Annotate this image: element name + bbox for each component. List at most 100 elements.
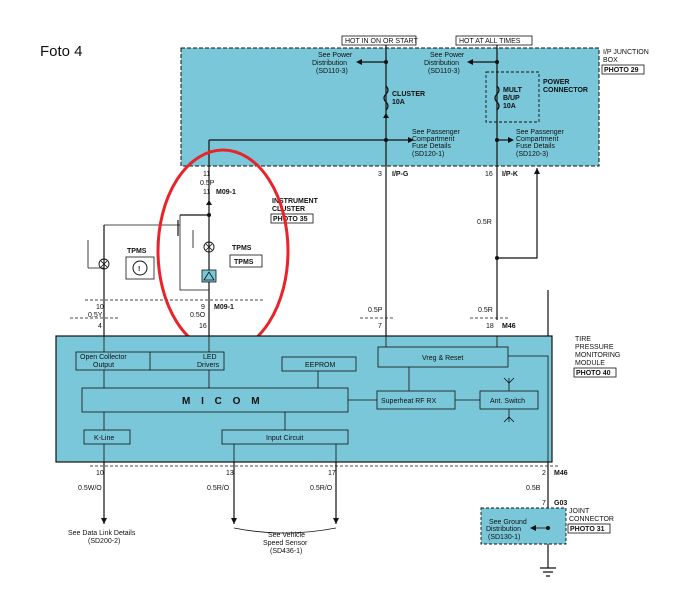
see-pass-left-1: See Passenger: [412, 129, 461, 136]
arrow-loop-up: [534, 168, 540, 174]
splice-dot: [546, 526, 550, 530]
wire-05b: 0.5B: [526, 485, 541, 492]
tire-exclaim-icon: !: [138, 266, 140, 273]
see-power-right-2: Distribution: [424, 60, 459, 67]
fuse-cluster-symbol: [383, 85, 389, 111]
pin-ipg: 3: [378, 171, 382, 178]
wire-05ro-2: 0.5R/O: [310, 485, 333, 492]
cluster-conn-bottom: M09-1: [214, 304, 234, 311]
wire-05wo: 0.5W/O: [78, 485, 102, 492]
micom-label: M I C O M: [182, 396, 264, 407]
ground-icon: [540, 567, 556, 577]
eeprom-label: EEPROM: [305, 362, 336, 369]
power-connector-label-1: POWER: [543, 79, 569, 86]
splice-dot: [495, 256, 499, 260]
arrow-see-pass-right: [508, 137, 514, 143]
cluster-photo-box: [270, 213, 314, 224]
oc-label-1: Open Collector: [80, 354, 127, 361]
wire-05p: 0.5P: [368, 307, 383, 314]
input-label: Input Circuit: [266, 435, 303, 442]
tpms-warning-icon: [201, 269, 217, 283]
hot-on-start-box: [341, 35, 417, 46]
vss-bracket: [233, 527, 337, 534]
wire-05ro-1: 0.5R/O: [207, 485, 230, 492]
power-connector-label-2: CONNECTOR: [543, 87, 588, 94]
module-title-4: MODULE: [575, 360, 605, 367]
lamp-cross: [100, 260, 108, 268]
see-pass-right-ref: (SD120-3): [516, 151, 548, 158]
wire-loop-up: [497, 168, 538, 259]
splice-dot: [384, 60, 388, 64]
cluster-conn-top: M09-1: [216, 189, 236, 196]
arrow-cluster-in: [206, 200, 212, 205]
joint-photo: PHOTO 31: [570, 526, 605, 533]
lamp-cross: [205, 243, 213, 251]
cluster-pin-4: 4: [98, 323, 102, 330]
arrow-vss: [231, 518, 339, 524]
joint-connector-box: [480, 507, 567, 545]
wire-int: [508, 355, 549, 462]
cluster-pin-10a: 10: [96, 304, 104, 311]
see-pass-left-ref: (SD120-1): [412, 151, 444, 158]
cluster-title-1: INSTRUMENT: [272, 198, 319, 205]
cluster-photo: PHOTO 35: [273, 216, 308, 223]
hot-all-times-box: [455, 35, 533, 46]
wire-cluster-loop: [179, 215, 209, 291]
wire-05r-1: 0.5R: [477, 219, 492, 226]
module-title-1: TIRE: [575, 336, 591, 343]
splice-dot: [495, 138, 499, 142]
module-photo: PHOTO 40: [576, 370, 611, 377]
kline-block: [83, 429, 131, 445]
see-vss-1: See Vehicle: [268, 532, 305, 539]
arrow-dlc: [101, 518, 107, 524]
arrow-see-ground: [530, 525, 536, 531]
see-power-left-2: Distribution: [312, 60, 347, 67]
eeprom-block: [281, 356, 357, 372]
joint-title-2: CONNECTOR: [569, 516, 614, 523]
joint-conn-g03: G03: [554, 500, 567, 507]
pin-18: 18: [486, 323, 494, 330]
tpms-symbol-box: [125, 256, 155, 280]
fuse-mult-symbol: [494, 85, 500, 111]
micom-block: [81, 387, 349, 413]
rf-label: Superheat RF RX: [381, 398, 437, 405]
tpms-label-left: TPMS: [127, 248, 147, 255]
bottom-pin-10: 10: [96, 470, 104, 477]
module-title-3: MONITORING: [575, 352, 620, 359]
antenna-icon: [503, 409, 515, 423]
conn-ipk: I/P-K: [502, 171, 518, 178]
arrow-see-pass-left: [408, 137, 414, 143]
arrow-see-power-right: [467, 59, 473, 65]
splice-dot: [495, 60, 499, 64]
bottom-conn-m46: M46: [554, 470, 568, 477]
cluster-pin-9: 9: [201, 304, 205, 311]
vreg-label: Vreg & Reset: [422, 355, 463, 362]
antenna-icon: [503, 377, 515, 391]
see-power-left-ref: (SD110-3): [316, 68, 348, 75]
junction-box-title-2: BOX: [603, 57, 618, 64]
conn-m46-top: M46: [502, 323, 516, 330]
module-photo-box: [573, 367, 617, 378]
module-title-2: PRESSURE: [575, 344, 614, 351]
led-label-1: LED: [203, 354, 217, 361]
arrow-see-power-left: [356, 59, 362, 65]
tpms-lamp-icon: [203, 241, 215, 253]
see-ground-1: See Ground: [489, 519, 527, 526]
pin-7: 7: [378, 323, 382, 330]
joint-title-1: JOINT: [569, 508, 590, 515]
fuse-cluster-label-1: CLUSTER: [392, 91, 425, 98]
see-ground-2: Distribution: [486, 526, 521, 533]
hot-on-start-label: HOT IN ON OR START: [345, 38, 418, 45]
bottom-pin-17: 17: [328, 470, 336, 477]
tpms-lamp-left-icon: [98, 258, 110, 270]
see-pass-right-1: See Passenger: [516, 129, 565, 136]
joint-photo-box: [567, 523, 611, 534]
warning-triangle-icon: [203, 271, 215, 281]
resistor-left: [87, 240, 104, 269]
fuse-mult-label-3: 10A: [503, 103, 516, 110]
oc-label-2: Output: [93, 362, 114, 369]
conn-ipg: I/P-G: [392, 171, 409, 178]
tpms-label-right: TPMS: [232, 245, 252, 252]
